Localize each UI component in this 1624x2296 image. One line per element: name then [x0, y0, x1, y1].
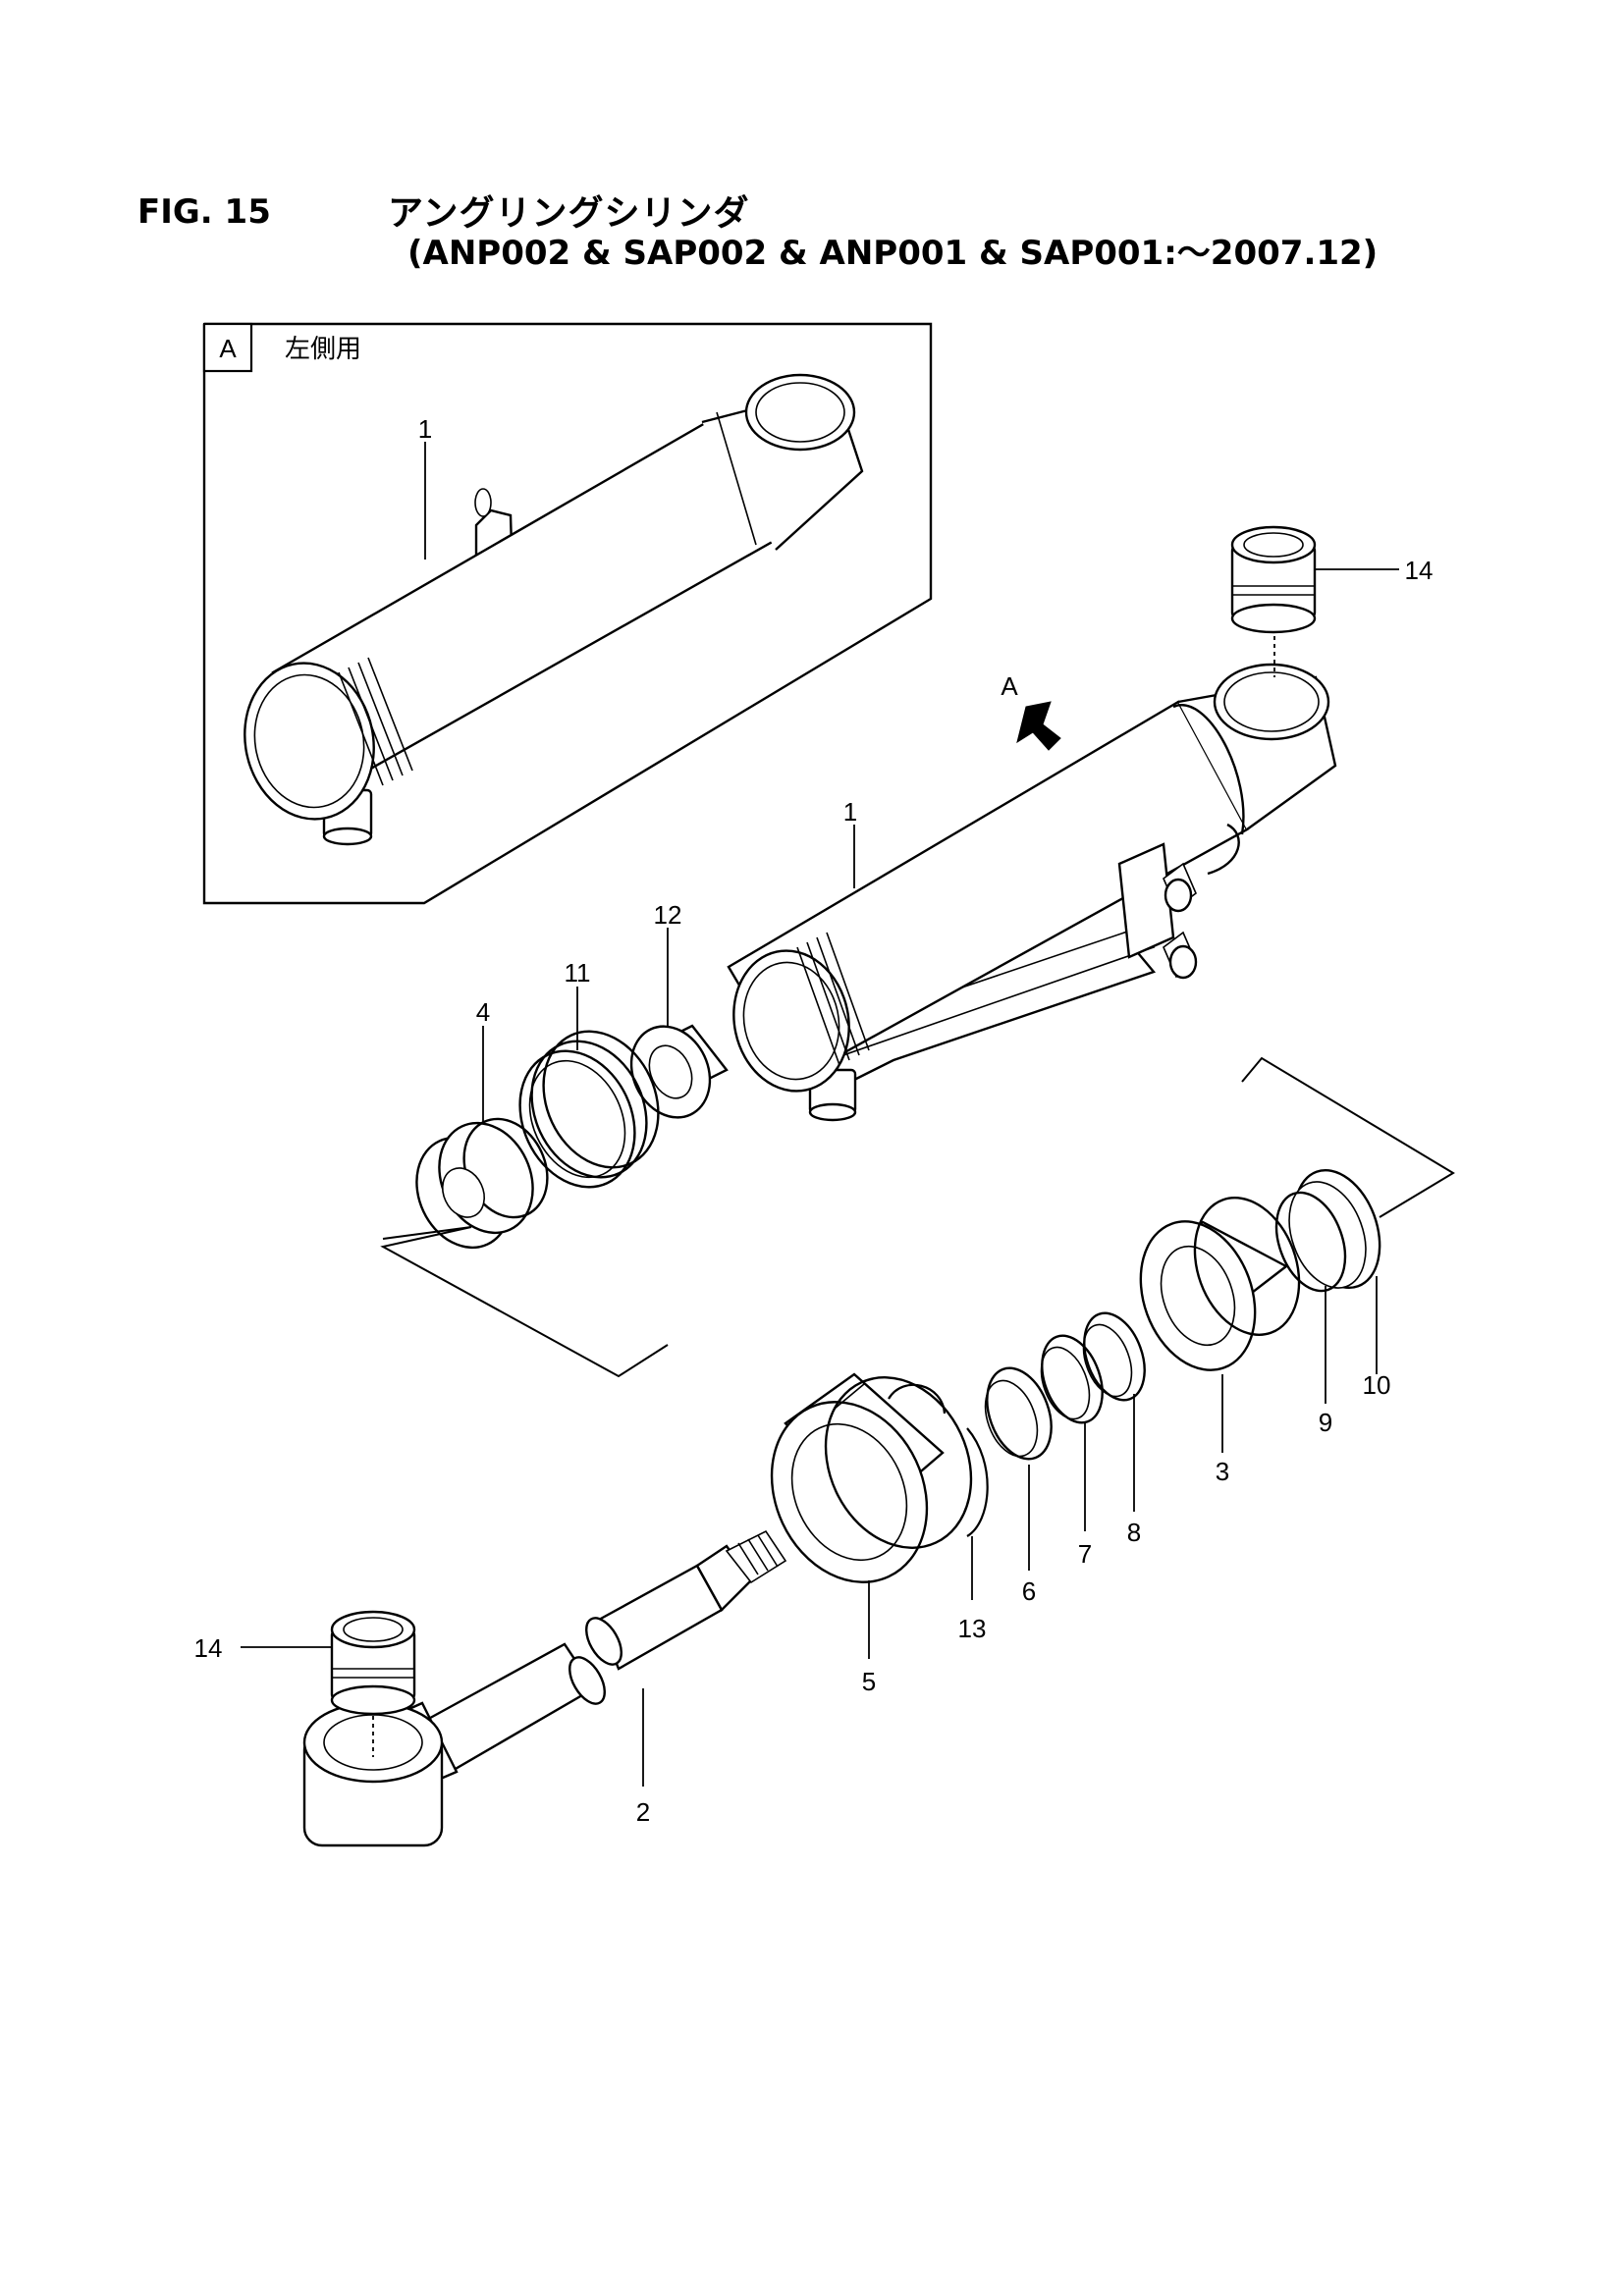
- model-range: (ANP002 & SAP002 & ANP001 & SAP001:～2007…: [407, 234, 1379, 273]
- callout-13: 13: [958, 1614, 987, 1643]
- piston: [415, 1117, 549, 1250]
- callout-6: 6: [1022, 1576, 1036, 1606]
- snap-ring: [1274, 1191, 1347, 1293]
- callout-3: 3: [1216, 1457, 1229, 1486]
- callout-8: 8: [1127, 1518, 1141, 1547]
- inset-cylinder-tube: [244, 373, 864, 846]
- callout-1: 1: [843, 797, 857, 827]
- piston-seal-set: [518, 1030, 660, 1189]
- callout-7: 7: [1078, 1539, 1092, 1569]
- inset-caption: 左側用: [285, 334, 361, 363]
- view-arrow-label: A: [1001, 671, 1018, 701]
- callout-14-bottom: 14: [194, 1633, 223, 1663]
- piston-rod: [302, 1529, 787, 1847]
- callout-4: 4: [476, 997, 490, 1027]
- callout-2: 2: [636, 1797, 650, 1827]
- callout-11: 11: [565, 958, 591, 988]
- rod-seal: [984, 1366, 1053, 1461]
- diagram-title: アングリングシリンダ: [388, 193, 750, 234]
- section-bracket-right: [1241, 1056, 1455, 1218]
- view-arrow: A: [1001, 671, 1061, 751]
- callout-9: 9: [1319, 1408, 1332, 1437]
- callout-10: 10: [1363, 1370, 1391, 1400]
- wiper-ring: [1288, 1168, 1381, 1290]
- callout-12: 12: [654, 900, 682, 930]
- backup-ring: [1040, 1334, 1104, 1424]
- inset-frame: A 左側用: [202, 322, 933, 905]
- callout-5: 5: [862, 1667, 876, 1696]
- cylinder-tube: [727, 663, 1337, 1122]
- inset-tag: A: [219, 334, 237, 363]
- bushing-top: [1230, 525, 1317, 634]
- section-bracket-left: [380, 1226, 669, 1378]
- cylinder-head: [1139, 1197, 1301, 1371]
- figure-number: FIG. 15: [137, 192, 271, 232]
- bushing-bottom: [330, 1610, 416, 1716]
- piston-nut: [629, 1024, 729, 1119]
- o-ring: [1082, 1311, 1146, 1402]
- inset-callout-1: 1: [418, 414, 432, 444]
- callout-14-top: 14: [1405, 556, 1434, 585]
- gland-nut: [770, 1372, 973, 1583]
